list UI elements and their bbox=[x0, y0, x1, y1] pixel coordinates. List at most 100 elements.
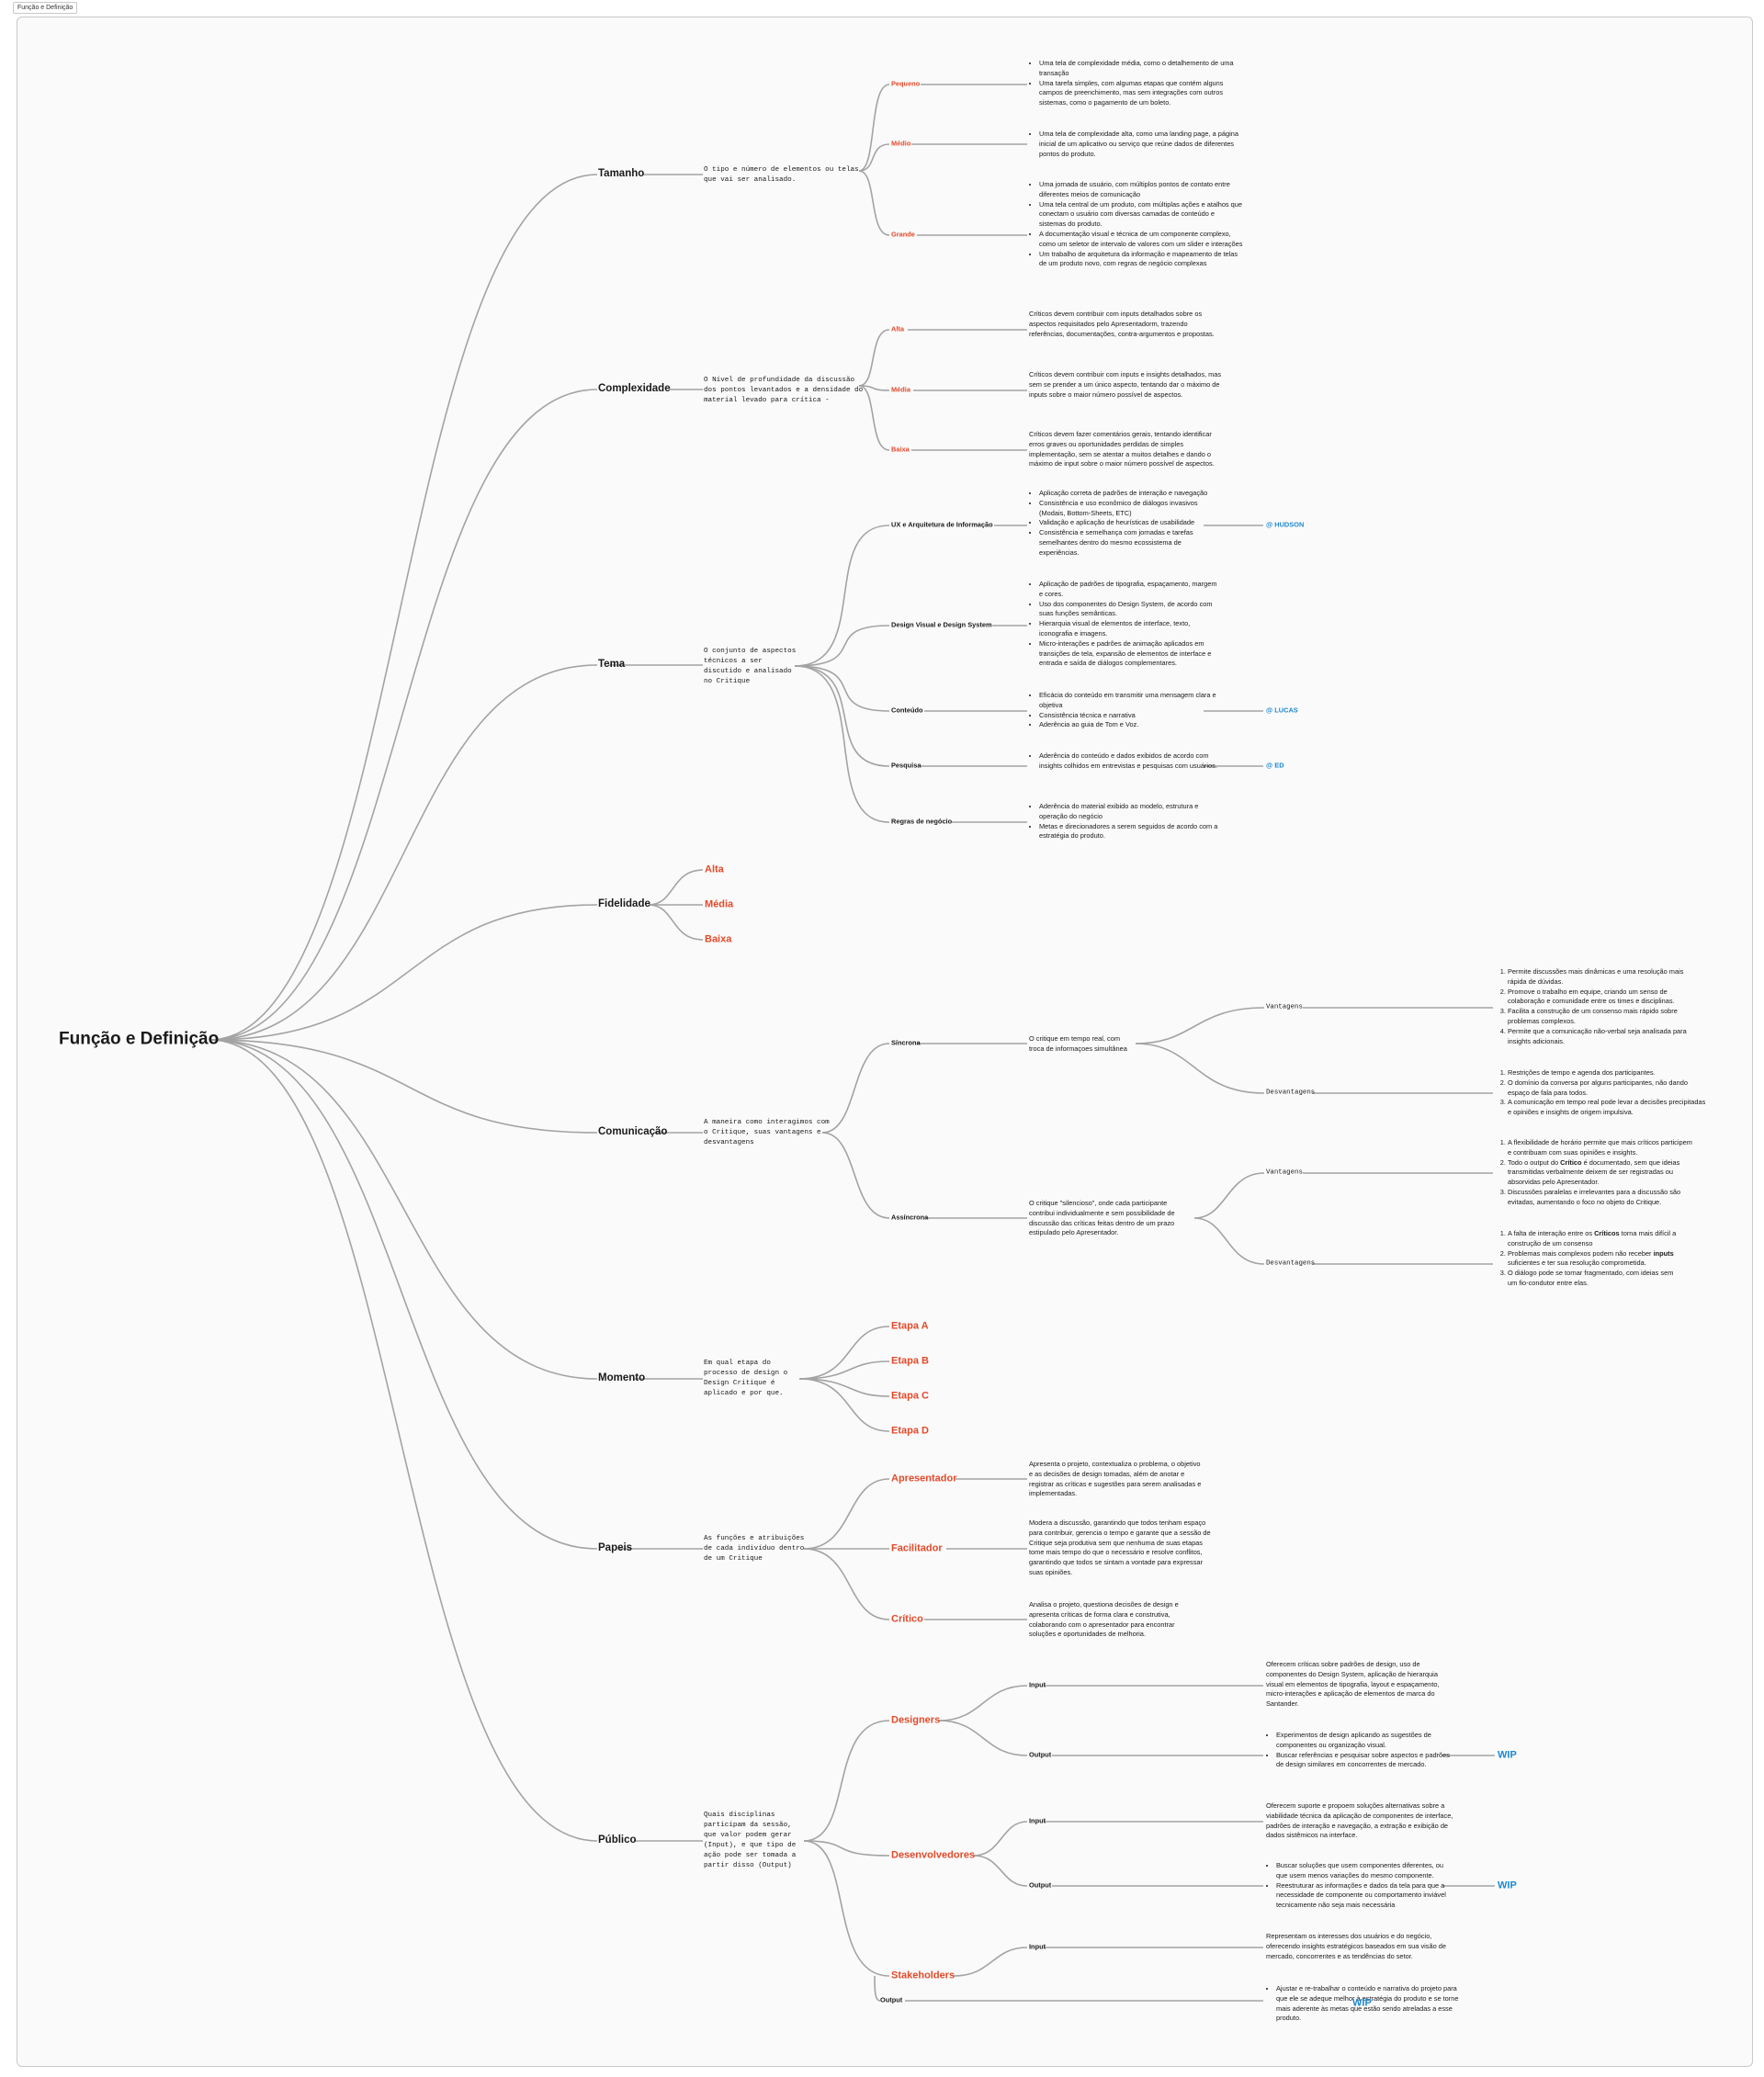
list-item: O domínio da conversa por alguns partici… bbox=[1508, 1078, 1710, 1099]
comunicacao-assincrona-text: O critique "silencioso", onde cada parti… bbox=[1029, 1199, 1175, 1237]
list-item: Permite discussões mais dinâmicas e uma … bbox=[1508, 967, 1702, 988]
list-item: A flexibilidade de horário permite que m… bbox=[1508, 1138, 1697, 1158]
list-item: Problemas mais complexos podem não receb… bbox=[1508, 1249, 1682, 1270]
publico-stakeholders: Stakeholders bbox=[891, 1970, 956, 1981]
tema-ux-owner-tag: @ HUDSON bbox=[1266, 520, 1305, 529]
branch-papeis: Papeis bbox=[598, 1542, 633, 1554]
list-item: A documentação visual e técnica de um co… bbox=[1039, 230, 1243, 250]
papel-apresentador-text: Apresenta o projeto, contextualiza o pro… bbox=[1029, 1460, 1202, 1498]
list-item: Uma tarefa simples, com algumas etapas q… bbox=[1039, 79, 1243, 108]
designers-output-label: Output bbox=[1029, 1750, 1052, 1759]
tema-pesquisa-owner-tag: @ ED bbox=[1266, 761, 1284, 770]
fidelidade-media: Média bbox=[705, 898, 734, 910]
fidelidade-baixa: Baixa bbox=[705, 933, 732, 945]
sincrona-vantagens-label: Vantagens bbox=[1266, 1003, 1303, 1011]
designers-output-list: Experimentos de design aplicando as suge… bbox=[1266, 1731, 1453, 1770]
canvas-board bbox=[17, 17, 1753, 2067]
tema-ux-list: Aplicação correta de padrões de interaçã… bbox=[1029, 489, 1219, 559]
complexidade-baixa-text: Críticos devem fazer comentários gerais,… bbox=[1029, 430, 1215, 468]
designers-input-text: Oferecem críticas sobre padrões de desig… bbox=[1266, 1660, 1440, 1709]
sincrona-desvantagens-label: Desvantagens bbox=[1266, 1089, 1316, 1097]
desenvolvedores-output-list: Buscar soluções que usem componentes dif… bbox=[1266, 1861, 1453, 1911]
publico-desenvolvedores: Desenvolvedores bbox=[891, 1849, 976, 1861]
list-item: Experimentos de design aplicando as suge… bbox=[1276, 1731, 1453, 1751]
list-item: Uso dos componentes do Design System, de… bbox=[1039, 600, 1219, 620]
desenvolvedores-output-label: Output bbox=[1029, 1880, 1052, 1890]
assincrona-vantagens-label: Vantagens bbox=[1266, 1168, 1303, 1177]
list-item: Eficácia do conteúdo em transmitir uma m… bbox=[1039, 691, 1219, 711]
list-item: Consistência técnica e narrativa bbox=[1039, 711, 1219, 721]
complexidade-alta-text: Críticos devem contribuir com inputs det… bbox=[1029, 310, 1215, 338]
branch-comunicacao: Comunicação bbox=[598, 1126, 668, 1138]
list-item: Ajustar e re-trabalhar o conteúdo e narr… bbox=[1276, 1984, 1465, 2024]
desenvolvedores-input-text: Oferecem suporte e propoem soluções alte… bbox=[1266, 1801, 1453, 1840]
tamanho-pequeno-label: Pequeno bbox=[891, 79, 921, 88]
list-item: Uma tela de complexidade alta, como uma … bbox=[1039, 130, 1243, 159]
list-item: Buscar referências e pesquisar sobre asp… bbox=[1276, 1751, 1453, 1771]
papel-critico: Crítico bbox=[891, 1613, 923, 1625]
comunicacao-assincrona-label: Assíncrona bbox=[891, 1213, 929, 1222]
list-item: Aderência do material exibido ao modelo,… bbox=[1039, 802, 1219, 822]
tema-pesquisa-label: Pesquisa bbox=[891, 761, 922, 770]
sincrona-desvantagens-list: Restrições de tempo e agenda dos partici… bbox=[1498, 1068, 1710, 1118]
fidelidade-alta: Alta bbox=[705, 864, 724, 875]
list-item: Consistência e semelhança com jornadas e… bbox=[1039, 528, 1219, 558]
comunicacao-description: A maneira como interagimos com o Critiqu… bbox=[704, 1119, 830, 1146]
branch-publico: Público bbox=[598, 1834, 637, 1846]
complexidade-media-label: Média bbox=[891, 385, 910, 394]
list-item: Validação e aplicação de heurísticas de … bbox=[1039, 518, 1219, 528]
complexidade-baixa-label: Baixa bbox=[891, 445, 910, 454]
papel-facilitador-text: Modera a discussão, garantindo que todos… bbox=[1029, 1518, 1211, 1576]
list-item: Discussões paralelas e irrelevantes para… bbox=[1508, 1188, 1697, 1208]
momento-etapa-b: Etapa B bbox=[891, 1355, 929, 1367]
tamanho-pequeno-list: Uma tela de complexidade média, como o d… bbox=[1029, 59, 1243, 108]
complexidade-media-text: Críticos devem contribuir com inputs e i… bbox=[1029, 370, 1222, 399]
assincrona-vantagens-list: A flexibilidade de horário permite que m… bbox=[1498, 1138, 1697, 1208]
tema-visual-label: Design Visual e Design System bbox=[891, 620, 992, 629]
tema-regras-label: Regras de negócio bbox=[891, 817, 953, 826]
stakeholders-output-label: Output bbox=[880, 1995, 903, 2004]
list-item: Hierarquia visual de elementos de interf… bbox=[1039, 619, 1219, 639]
list-item: Uma tela de complexidade média, como o d… bbox=[1039, 59, 1243, 79]
momento-etapa-a: Etapa A bbox=[891, 1320, 929, 1332]
tamanho-medio-list: Uma tela de complexidade alta, como uma … bbox=[1029, 130, 1243, 159]
comunicacao-sincrona-label: Síncrona bbox=[891, 1038, 921, 1047]
assincrona-desvantagens-label: Desvantagens bbox=[1266, 1259, 1316, 1268]
tamanho-description: O tipo e número de elementos ou telas qu… bbox=[704, 166, 859, 184]
list-item: Aderência do conteúdo e dados exibidos d… bbox=[1039, 751, 1219, 772]
desenvolvedores-wip-badge: WIP bbox=[1498, 1879, 1517, 1891]
comunicacao-sincrona-text: O critique em tempo real, com troca de i… bbox=[1029, 1034, 1127, 1053]
momento-etapa-c: Etapa C bbox=[891, 1390, 929, 1402]
tema-conteudo-list: Eficácia do conteúdo em transmitir uma m… bbox=[1029, 691, 1219, 730]
branch-momento: Momento bbox=[598, 1372, 646, 1384]
branch-complexidade: Complexidade bbox=[598, 383, 671, 395]
desenvolvedores-input-label: Input bbox=[1029, 1816, 1046, 1825]
momento-description: Em qual etapa do processo de design o De… bbox=[704, 1360, 788, 1397]
stakeholders-input-text: Representam os interesses dos usuários e… bbox=[1266, 1932, 1446, 1960]
branch-tamanho: Tamanho bbox=[598, 168, 645, 180]
list-item: Permite que a comunicação não-verbal sej… bbox=[1508, 1027, 1702, 1047]
list-item: Todo o output do Crítico é documentado, … bbox=[1508, 1158, 1697, 1188]
complexidade-alta-label: Alta bbox=[891, 324, 904, 333]
list-item: Uma jornada de usuário, com múltiplos po… bbox=[1039, 180, 1243, 200]
publico-designers: Designers bbox=[891, 1714, 941, 1726]
papeis-description: As funções e atribuições de cada indivíd… bbox=[704, 1535, 805, 1563]
list-item: A comunicação em tempo real pode levar a… bbox=[1508, 1098, 1710, 1118]
tema-ux-label: UX e Arquitetura de Informação bbox=[891, 520, 993, 529]
tema-pesquisa-list: Aderência do conteúdo e dados exibidos d… bbox=[1029, 751, 1219, 772]
tema-conteudo-label: Conteúdo bbox=[891, 706, 923, 715]
root-node: Função e Definição bbox=[59, 1029, 220, 1049]
frame-label: Função e Definição bbox=[13, 2, 78, 14]
assincrona-desvantagens-list: A falta de interação entre os Críticos t… bbox=[1498, 1229, 1682, 1289]
list-item: Micro-interações e padrões de animação a… bbox=[1039, 639, 1219, 669]
list-item: Aplicação de padrões de tipografia, espa… bbox=[1039, 580, 1219, 600]
list-item: Metas e direcionadores a serem seguidos … bbox=[1039, 822, 1219, 842]
tema-visual-list: Aplicação de padrões de tipografia, espa… bbox=[1029, 580, 1219, 669]
stakeholders-wip-badge: WIP bbox=[1352, 1997, 1372, 2009]
tema-conteudo-owner-tag: @ LUCAS bbox=[1266, 706, 1298, 715]
tema-regras-list: Aderência do material exibido ao modelo,… bbox=[1029, 802, 1219, 841]
list-item: Buscar soluções que usem componentes dif… bbox=[1276, 1861, 1453, 1881]
list-item: Restrições de tempo e agenda dos partici… bbox=[1508, 1068, 1710, 1078]
tamanho-grande-list: Uma jornada de usuário, com múltiplos po… bbox=[1029, 180, 1243, 269]
